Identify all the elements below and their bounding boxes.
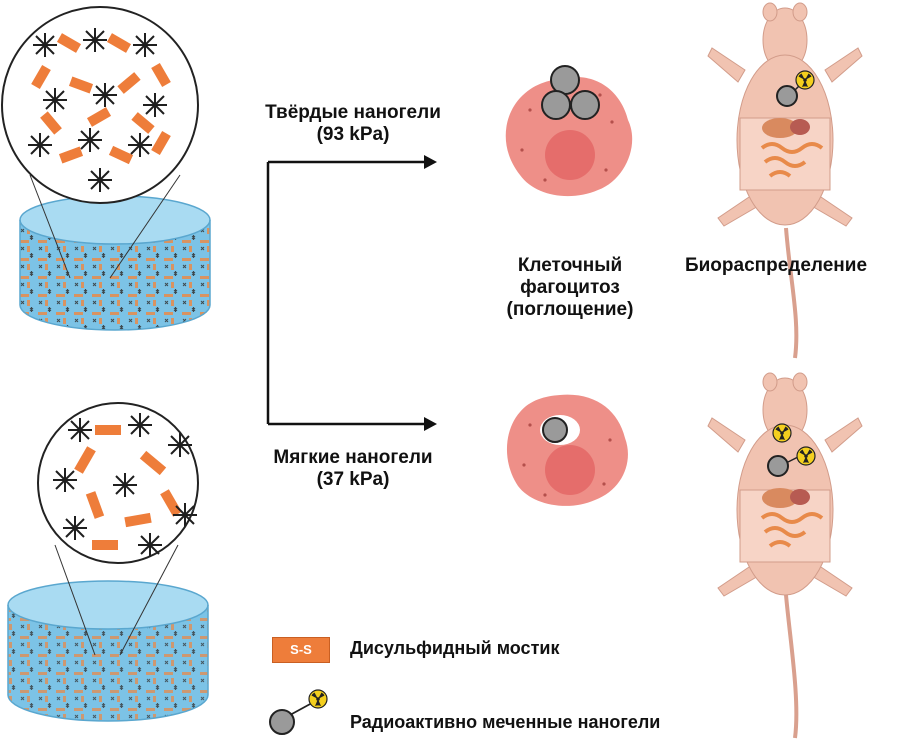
mouse-upper xyxy=(707,2,863,359)
engulfed-nanogels-upper xyxy=(541,65,600,120)
arrowhead-lower xyxy=(424,417,437,431)
disulfide-legend-box: S-S xyxy=(272,637,330,663)
mouse-lower xyxy=(707,372,863,739)
soft-zoom-lines xyxy=(54,544,179,656)
hard-zoom-lines xyxy=(29,174,181,279)
cell-upper xyxy=(505,65,633,197)
hard-zoom-circle xyxy=(1,6,199,204)
soft-nanogel-disc xyxy=(7,580,209,722)
phagocytosis-line-1: Клеточный xyxy=(517,255,623,276)
soft-zoom-circle xyxy=(37,402,199,564)
hard-nanogel-modulus: (93 kPa) xyxy=(316,124,390,145)
soft-nanogel-label: Мягкие наногели (37 kPa) xyxy=(238,447,468,491)
phagocytosis-label: Клеточный фагоцитоз (поглощение) xyxy=(480,255,660,321)
phagocytosis-line-2: фагоцитоз xyxy=(520,277,620,298)
radiolabeled-legend-label: Радиоактивно меченные наногели xyxy=(350,712,661,732)
hard-nanogel-label: Твёрдые наногели (93 kPa) xyxy=(238,102,468,146)
soft-nanogel-modulus: (37 kPa) xyxy=(316,469,390,490)
cell-lower xyxy=(506,394,628,506)
engulfed-nanogel-lower xyxy=(542,417,568,443)
legend-radiolabeled-icon xyxy=(269,689,328,735)
hard-nanogel-title: Твёрдые наногели xyxy=(265,102,441,123)
phagocytosis-line-3: (поглощение) xyxy=(506,299,634,320)
disulfide-legend-label: Дисульфидный мостик xyxy=(350,638,560,658)
branch-arrows xyxy=(266,160,425,426)
soft-nanogel-title: Мягкие наногели xyxy=(273,447,433,468)
arrowhead-upper xyxy=(424,155,437,169)
biodistribution-label: Биораспределение xyxy=(684,255,868,276)
hard-nanogel-disc xyxy=(19,195,211,331)
